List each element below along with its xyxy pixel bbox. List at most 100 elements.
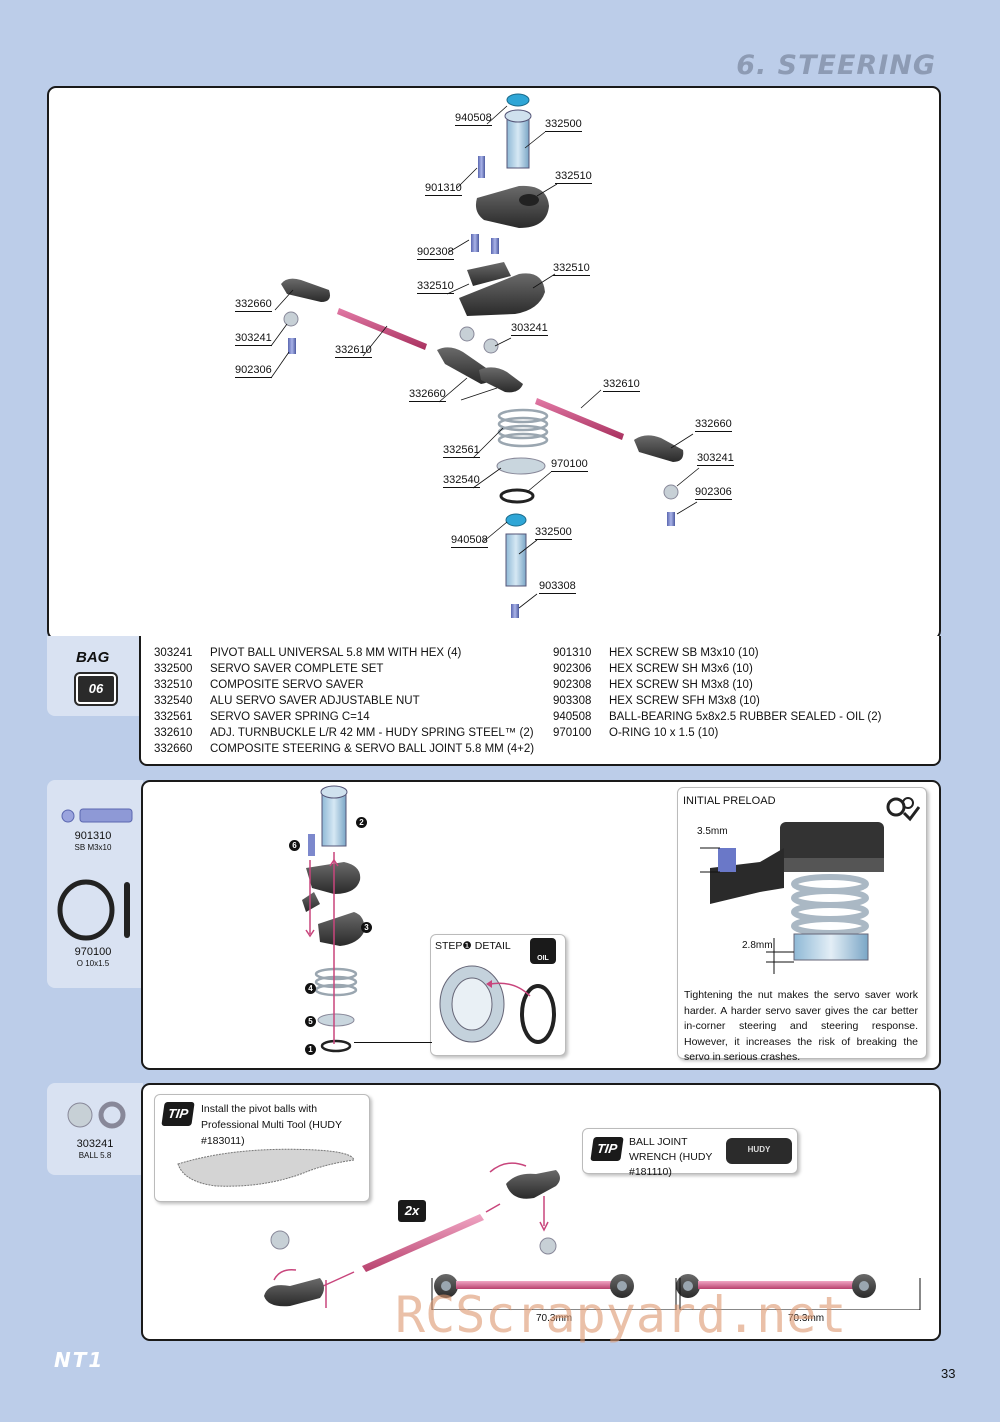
label-332540: 332540 [443,474,480,488]
label-303241-right: 303241 [697,452,734,466]
label-902308: 902308 [417,246,454,260]
ball-joint-wrench-image: HUDY [726,1138,792,1164]
label-332500-top: 332500 [545,118,582,132]
tip-badge: TIP [161,1102,195,1126]
step-number-3: 3 [361,922,372,933]
label-902306-left: 902306 [235,364,272,378]
servo-saver-assembly [302,785,365,1053]
o-ring [499,488,535,504]
label-970100: 970100 [551,458,588,472]
ball-joint-assembly [264,1162,921,1310]
page-number: 33 [941,1366,956,1381]
multiplier-label: 2x [404,1203,420,1218]
label-332510-c: 332510 [417,280,454,294]
bag-number: 06 [76,674,116,704]
label-902306-right: 902306 [695,486,732,500]
step-number-5: 5 [305,1016,316,1027]
nt1-logo: NT1 [54,1348,105,1372]
servo-saver-arm [467,262,511,286]
post-top [506,115,530,169]
multiplier-badge: 2x [398,1200,426,1222]
servo-saver-lower [459,273,545,316]
step-detail-title: STEP❶ DETAIL [435,940,511,952]
tip-badge: TIP [590,1137,624,1161]
o-ring-970100-icon [57,879,130,941]
label-332510-b: 332510 [553,262,590,276]
step-number-6: 6 [289,840,300,851]
pivot-ball-icon [67,1101,126,1129]
label-940508-top: 940508 [455,112,492,126]
bag-label: BAG [76,649,110,666]
side-sub-970100: O 10x1.5 [76,959,110,968]
label-901310: 901310 [425,182,462,196]
turnbuckle-left [337,308,427,350]
watermark: RCScrapyard.net [395,1286,847,1344]
turnbuckle-right [535,398,624,440]
dimension-right: 70.3mm [788,1313,825,1324]
exploded-diagram-panel: 940508 332500 901310 332510 902308 33251… [47,86,941,640]
preload-drawing [700,822,884,974]
servo-saver-top [475,185,549,228]
label-332660-right: 332660 [695,418,732,432]
multi-tool-image [177,1148,355,1187]
step-number-4: 4 [305,983,316,994]
preload-dim-2-8: 2.8mm [742,940,773,951]
preload-caption: Tightening the nut makes the servo saver… [684,989,918,1063]
label-332660-left: 332660 [235,298,272,312]
parts-list-panel [139,636,941,766]
screw-901310-icon [61,808,133,823]
label-332660-center: 332660 [409,388,446,402]
side-sub-303241: BALL 5.8 [78,1151,112,1160]
label-332610-left: 332610 [335,344,372,358]
label-332500-bottom: 332500 [535,526,572,540]
ball-joint-left [281,278,330,302]
exploded-diagram [270,93,700,618]
screw-901310 [478,156,485,178]
side-tab-ball [47,1083,143,1175]
step-number-1: 1 [305,1044,316,1055]
label-303241-left: 303241 [235,332,272,346]
bearing-top [506,93,530,107]
settings-check-icon [886,797,920,822]
adjustable-nut [496,457,546,475]
label-332610-right: 332610 [603,378,640,392]
label-332510-a: 332510 [555,170,592,184]
oil-badge: OIL [530,938,556,964]
wrench-brand-label: HUDY [747,1145,771,1154]
label-940508-bottom: 940508 [451,534,488,548]
ball-joint-center [437,347,491,384]
oil-label: OIL [537,955,549,962]
bearing-bottom [505,513,527,527]
servo-saver-spring [497,408,549,448]
step-detail-leader [354,1042,432,1043]
ball-joint-right [634,435,684,462]
label-903308: 903308 [539,580,576,594]
side-code-303241: 303241 [76,1138,114,1150]
side-code-901310: 901310 [74,830,112,842]
step-number-2: 2 [356,817,367,828]
dimension-left: 70.3mm [536,1313,573,1324]
label-303241-center: 303241 [511,322,548,336]
step-detail-drawing [439,965,556,1044]
tip-wrench-text: BALL JOINT WRENCH (HUDY #181110) [629,1136,713,1178]
post-bottom [505,533,527,587]
label-332561: 332561 [443,444,480,458]
preload-dim-3-5: 3.5mm [697,826,728,837]
side-code-970100: 970100 [74,946,112,958]
tip-multitool-text: Install the pivot balls with Professiona… [201,1103,342,1147]
section-title: 6. STEERING [736,50,936,81]
